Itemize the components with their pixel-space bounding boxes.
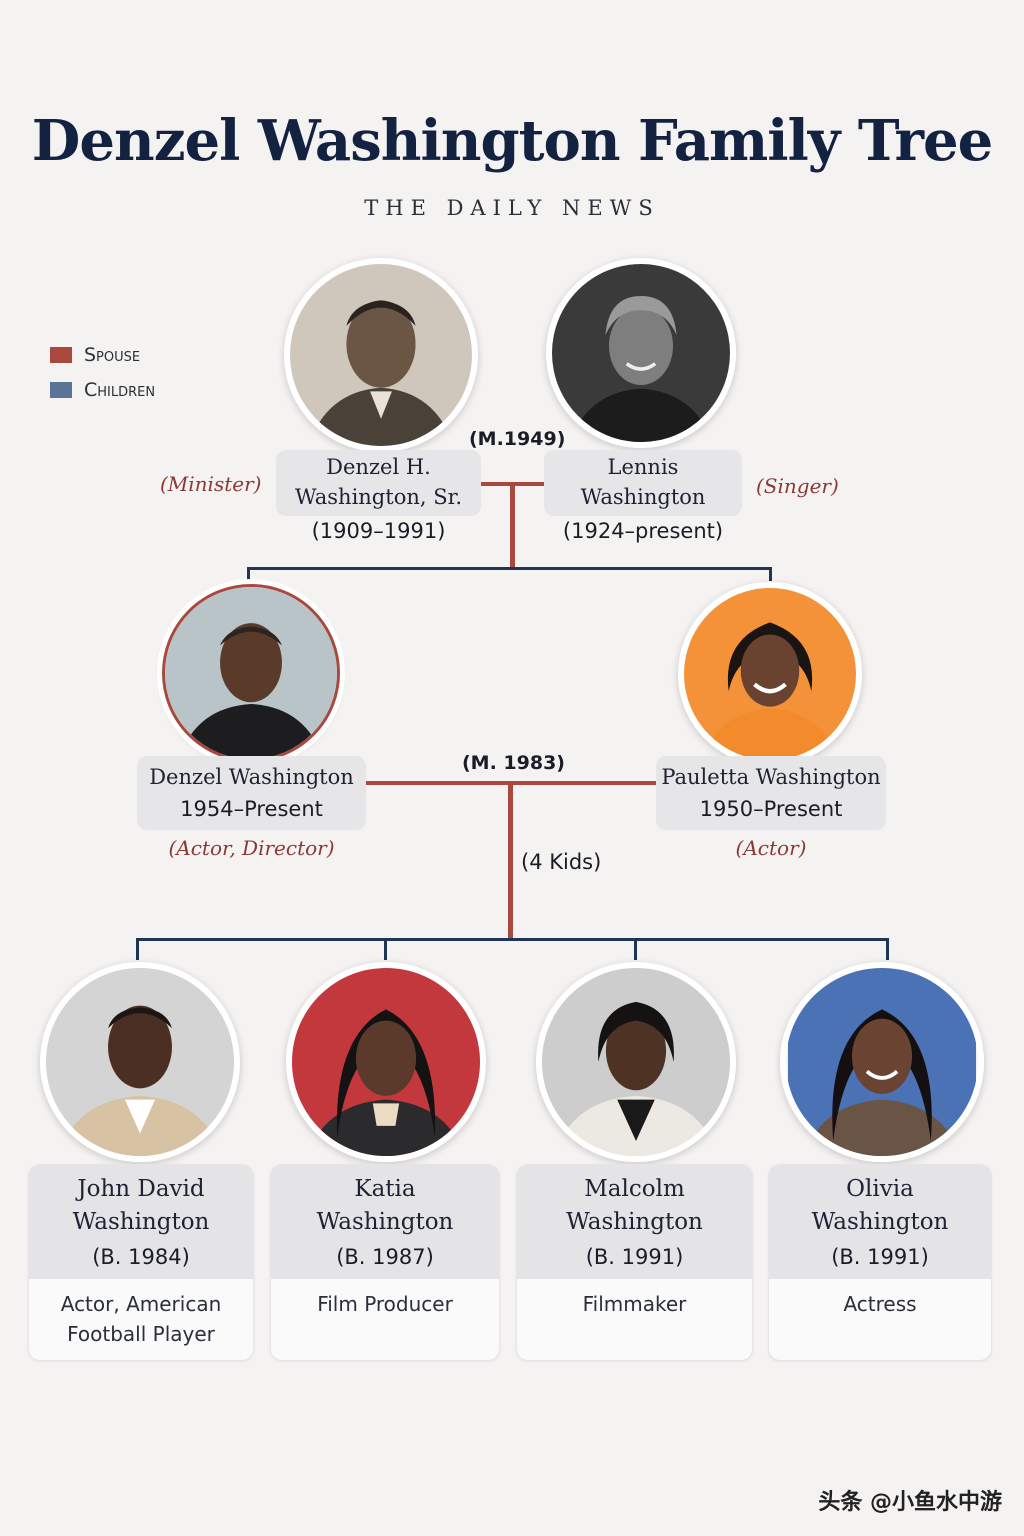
- child-role-line1: Actress: [843, 1292, 917, 1316]
- child-card-katia: Katia Washington (B. 1987) Film Producer: [270, 1164, 500, 1361]
- grandfather-role: (Minister): [160, 472, 262, 496]
- child-drop-4: [886, 938, 889, 960]
- pauletta-role: (Actor): [735, 836, 807, 860]
- denzel-name: Denzel Washington: [149, 765, 354, 789]
- child-card-header: John David Washington (B. 1984): [29, 1165, 253, 1279]
- pauletta-years: 1950–Present: [699, 797, 843, 821]
- child-card-header: Malcolm Washington (B. 1991): [517, 1165, 752, 1279]
- child-card-header: Olivia Washington (B. 1991): [769, 1165, 991, 1279]
- grandmother-card: Lennis Washington: [544, 450, 742, 516]
- portrait-man-sepia-icon: [290, 264, 472, 446]
- legend-label: Children: [84, 379, 156, 401]
- child-born: (B. 1987): [336, 1245, 434, 1269]
- children-swatch-icon: [50, 382, 72, 398]
- child-born: (B. 1991): [585, 1245, 684, 1269]
- legend: Spouse Children: [50, 344, 155, 401]
- child-role-line1: Actor, American: [60, 1292, 222, 1316]
- child-role-line1: Filmmaker: [582, 1292, 687, 1316]
- grandfather-name-line1: Denzel H.: [326, 455, 431, 479]
- grandmother-years: (1924–present): [562, 519, 724, 543]
- child-born: (B. 1991): [831, 1245, 929, 1269]
- child-name-line2: Washington: [566, 1209, 703, 1235]
- child-name-line1: Katia: [354, 1176, 416, 1202]
- denzel-role: (Actor, Director): [168, 836, 335, 860]
- child-role: Actress: [769, 1279, 991, 1319]
- child-name-line2: Washington: [316, 1209, 454, 1235]
- child-role-line2: Football Player: [67, 1322, 215, 1346]
- watermark: 头条 @小鱼水中游: [818, 1490, 1002, 1515]
- page-subtitle: THE DAILY NEWS: [364, 196, 660, 220]
- child-role-line1: Film Producer: [317, 1292, 453, 1316]
- grandfather-name-line2: Washington, Sr.: [294, 485, 462, 509]
- child-card-header: Katia Washington (B. 1987): [271, 1165, 499, 1279]
- grandfather-years: (1909–1991): [311, 519, 446, 543]
- child-name-line1: Malcolm: [584, 1176, 685, 1202]
- children-bar-gen2: [247, 567, 772, 570]
- grandmother-role: (Singer): [756, 474, 839, 498]
- child-card-olivia: Olivia Washington (B. 1991) Actress: [768, 1164, 992, 1361]
- portrait-man-beige-suit-icon: [46, 968, 234, 1156]
- denzel-card: Denzel Washington 1954–Present: [137, 756, 366, 830]
- descent-line-parents: [508, 781, 513, 941]
- child-role: Film Producer: [271, 1279, 499, 1319]
- grandfather-card: Denzel H. Washington, Sr.: [276, 450, 481, 516]
- child-photo-katia: [286, 962, 486, 1162]
- child-photo-john-david: [40, 962, 240, 1162]
- portrait-woman-blue-backdrop-icon: [788, 968, 976, 1156]
- portrait-man-white-jacket-icon: [542, 968, 730, 1156]
- kids-count: (4 Kids): [521, 850, 602, 874]
- descent-line-grandparents: [510, 482, 515, 570]
- portrait-woman-braids-icon: [292, 968, 480, 1156]
- portrait-man-icon: [165, 587, 337, 759]
- grandmother-name-line2: Washington: [580, 485, 706, 509]
- portrait-woman-orange-icon: [684, 588, 856, 760]
- grandparents-marriage: (M.1949): [469, 428, 566, 450]
- spouse-swatch-icon: [50, 347, 72, 363]
- child-drop-3: [634, 938, 637, 960]
- child-card-john-david: John David Washington (B. 1984) Actor, A…: [28, 1164, 254, 1361]
- child-card-malcolm: Malcolm Washington (B. 1991) Filmmaker: [516, 1164, 753, 1361]
- denzel-years: 1954–Present: [180, 797, 323, 821]
- child-role: Actor, American Football Player: [29, 1279, 253, 1349]
- child-role: Filmmaker: [517, 1279, 752, 1319]
- child-born: (B. 1984): [92, 1245, 190, 1269]
- child-name-line1: Olivia: [846, 1176, 914, 1202]
- grandmother-photo: [546, 258, 736, 448]
- child-name-line2: Washington: [811, 1209, 949, 1235]
- children-bar-gen3: [136, 938, 889, 941]
- pauletta-photo: [678, 582, 862, 766]
- pauletta-name: Pauletta Washington: [661, 765, 881, 789]
- child-photo-malcolm: [536, 962, 736, 1162]
- child-drop-pauletta: [769, 567, 772, 581]
- legend-label: Spouse: [84, 344, 141, 366]
- child-drop-denzel: [247, 567, 250, 581]
- page-title: Denzel Washington Family Tree: [31, 108, 993, 174]
- denzel-photo: [162, 584, 340, 762]
- portrait-woman-bw-icon: [552, 264, 730, 442]
- child-drop-2: [384, 938, 387, 960]
- child-drop-1: [136, 938, 139, 960]
- grandmother-name-line1: Lennis: [607, 455, 679, 479]
- child-photo-olivia: [780, 962, 984, 1162]
- legend-item-spouse: Spouse: [50, 344, 155, 366]
- pauletta-card: Pauletta Washington 1950–Present: [656, 756, 886, 830]
- grandfather-photo: [284, 258, 478, 452]
- child-name-line1: John David: [77, 1176, 205, 1202]
- child-name-line2: Washington: [72, 1209, 210, 1235]
- legend-item-children: Children: [50, 379, 155, 401]
- parents-marriage: (M. 1983): [462, 752, 565, 774]
